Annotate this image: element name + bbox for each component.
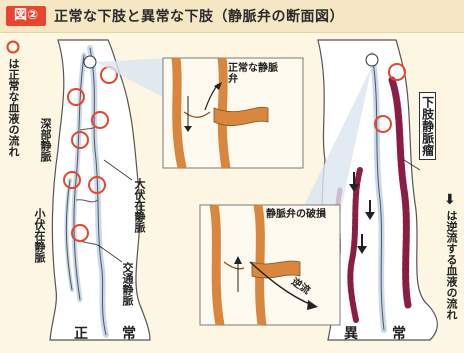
normal-leg-label: 正 常	[74, 323, 146, 343]
legend-left-text: は正常な血液の流れ	[8, 58, 19, 157]
top-detail-vein-wall-left	[176, 58, 182, 168]
bottom-detail-vein-wall-left	[214, 205, 220, 325]
top-detail-label: 正常な静脈弁	[228, 64, 280, 85]
label-perforating-vein: 交通静脈	[122, 262, 133, 306]
label-great-saphenous-vein: 大伏在静脈	[134, 178, 145, 233]
varicose-veins-box: 下肢静脈瘤	[419, 92, 436, 160]
normal-hip-marker	[84, 56, 96, 68]
legend-right-text: は逆流する血液の流れ	[446, 210, 457, 320]
bottom-detail-label: 静脈弁の破損	[266, 210, 326, 221]
label-small-saphenous-vein: 小伏在静脈	[34, 208, 45, 263]
label-deep-vein: 深部静脈	[40, 118, 51, 162]
legend-left-circle-icon	[6, 40, 20, 54]
legend-right-arrow-icon: ⬇	[444, 192, 456, 208]
abnormal-hip-marker	[366, 54, 378, 66]
abnormal-leg-label: 異 常	[344, 323, 416, 343]
